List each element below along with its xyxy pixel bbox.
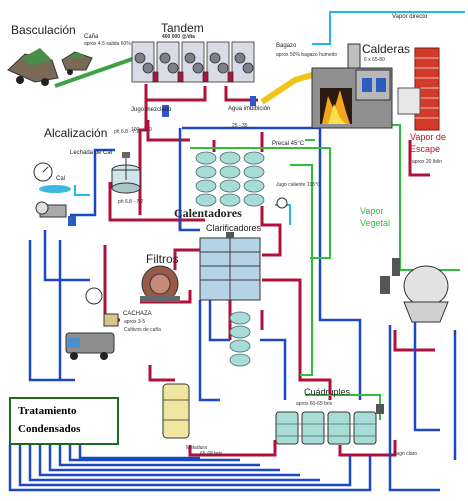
filtros-label: Filtros xyxy=(146,252,179,266)
bagazo-sub-label: aprox 50% bagazo humedo xyxy=(276,52,338,58)
cachaza-label: CACHAZA xyxy=(123,311,152,317)
bagazo-label: Bagazo xyxy=(276,43,297,49)
cana-sub-label: aprox 4.5 salida 60% xyxy=(84,41,131,47)
cachaza-bin xyxy=(103,313,119,327)
chimney xyxy=(397,47,440,131)
clarifier xyxy=(199,232,261,301)
tandem-label: Tandem xyxy=(161,21,204,35)
cane-tipper xyxy=(7,48,93,86)
jugo-mezclado-label: Jugo mezclado xyxy=(131,107,172,113)
cuadruples-label: Cuádruples xyxy=(304,387,351,397)
calderas-label: Calderas xyxy=(362,42,411,56)
vapor-directo-pipe xyxy=(312,11,465,45)
mid-column xyxy=(229,311,251,367)
basculacion-label: Basculación xyxy=(11,23,76,37)
agua-imbibicion-label: Agua imbibición xyxy=(228,106,271,112)
vapor-escape-sub-label: aprox 20 lb/in xyxy=(412,159,443,165)
cuadruples-sub-label: aprox 60-65 brix xyxy=(296,401,333,407)
cachaza-truck xyxy=(65,332,115,360)
filter-gauge-icon xyxy=(85,287,103,305)
hot-juice-label: Jugo caliente 105°C xyxy=(276,182,321,188)
cane-conveyor xyxy=(54,56,136,88)
rotary-filter xyxy=(140,265,180,303)
alcalizacion-label: Alcalización xyxy=(44,126,108,140)
lime-dosing xyxy=(33,162,76,226)
cana-label: Caña xyxy=(84,34,99,40)
lechada-cal-label: Lechada de Cal xyxy=(70,150,113,156)
jugo-sub-label: 100 - 110 xyxy=(131,127,152,133)
tratamiento-label-1: Tratamiento xyxy=(18,405,77,417)
condenser xyxy=(380,258,449,323)
heater-gauge-icon xyxy=(276,197,288,209)
jugo-claro-label: Jugo claro xyxy=(394,451,418,457)
calderas-sub-label: 6 x 65-80 xyxy=(364,57,385,63)
quadruple-effect xyxy=(275,404,384,445)
tandem-capacity: 400 000 @/dia xyxy=(162,34,195,40)
fosfatos-label: ph 6.8 - 7.2 xyxy=(118,199,144,205)
blue-pipes xyxy=(8,126,457,492)
tandem-mills xyxy=(131,41,255,83)
juice-tank-icon xyxy=(162,105,169,117)
cal-label: Cal xyxy=(56,176,66,182)
cyan-pipe-left xyxy=(74,185,90,196)
vapor-escape-label-1: Vapor de xyxy=(410,132,446,142)
clarificadores-label: Clarificadores xyxy=(206,223,262,233)
meladura-label: Meladura xyxy=(186,445,207,451)
condensate-treatment-box xyxy=(9,397,119,445)
vapor-escape-label-2: Escape xyxy=(410,144,441,154)
vapor-directo-top-label: Vapor directo xyxy=(392,14,428,20)
alkalization-tank xyxy=(111,152,141,194)
water-tank-icon xyxy=(250,96,256,106)
calentadores-label: Calentadores xyxy=(174,206,242,220)
cachaza-sub-1: aprox 3-5 xyxy=(124,319,146,325)
cachaza-sub-2: Cultivos de caña xyxy=(124,327,161,333)
alcalizacion-sub-label: ph 6.8 - 7.2 xyxy=(114,129,140,135)
tratamiento-label-2: Condensados xyxy=(18,423,81,435)
syrup-tank xyxy=(162,383,190,439)
heaters xyxy=(195,151,265,207)
vapor-vegetal-label-2: Vegetal xyxy=(360,218,391,228)
vapor-vegetal-label-1: Vapor xyxy=(360,206,384,216)
meladura-sub-label: 65-68 brix xyxy=(200,451,223,457)
preheat-label: Precal 45°C xyxy=(272,141,305,147)
boiler xyxy=(311,43,393,129)
agua-sub-label: 25 - 35 xyxy=(232,123,248,129)
